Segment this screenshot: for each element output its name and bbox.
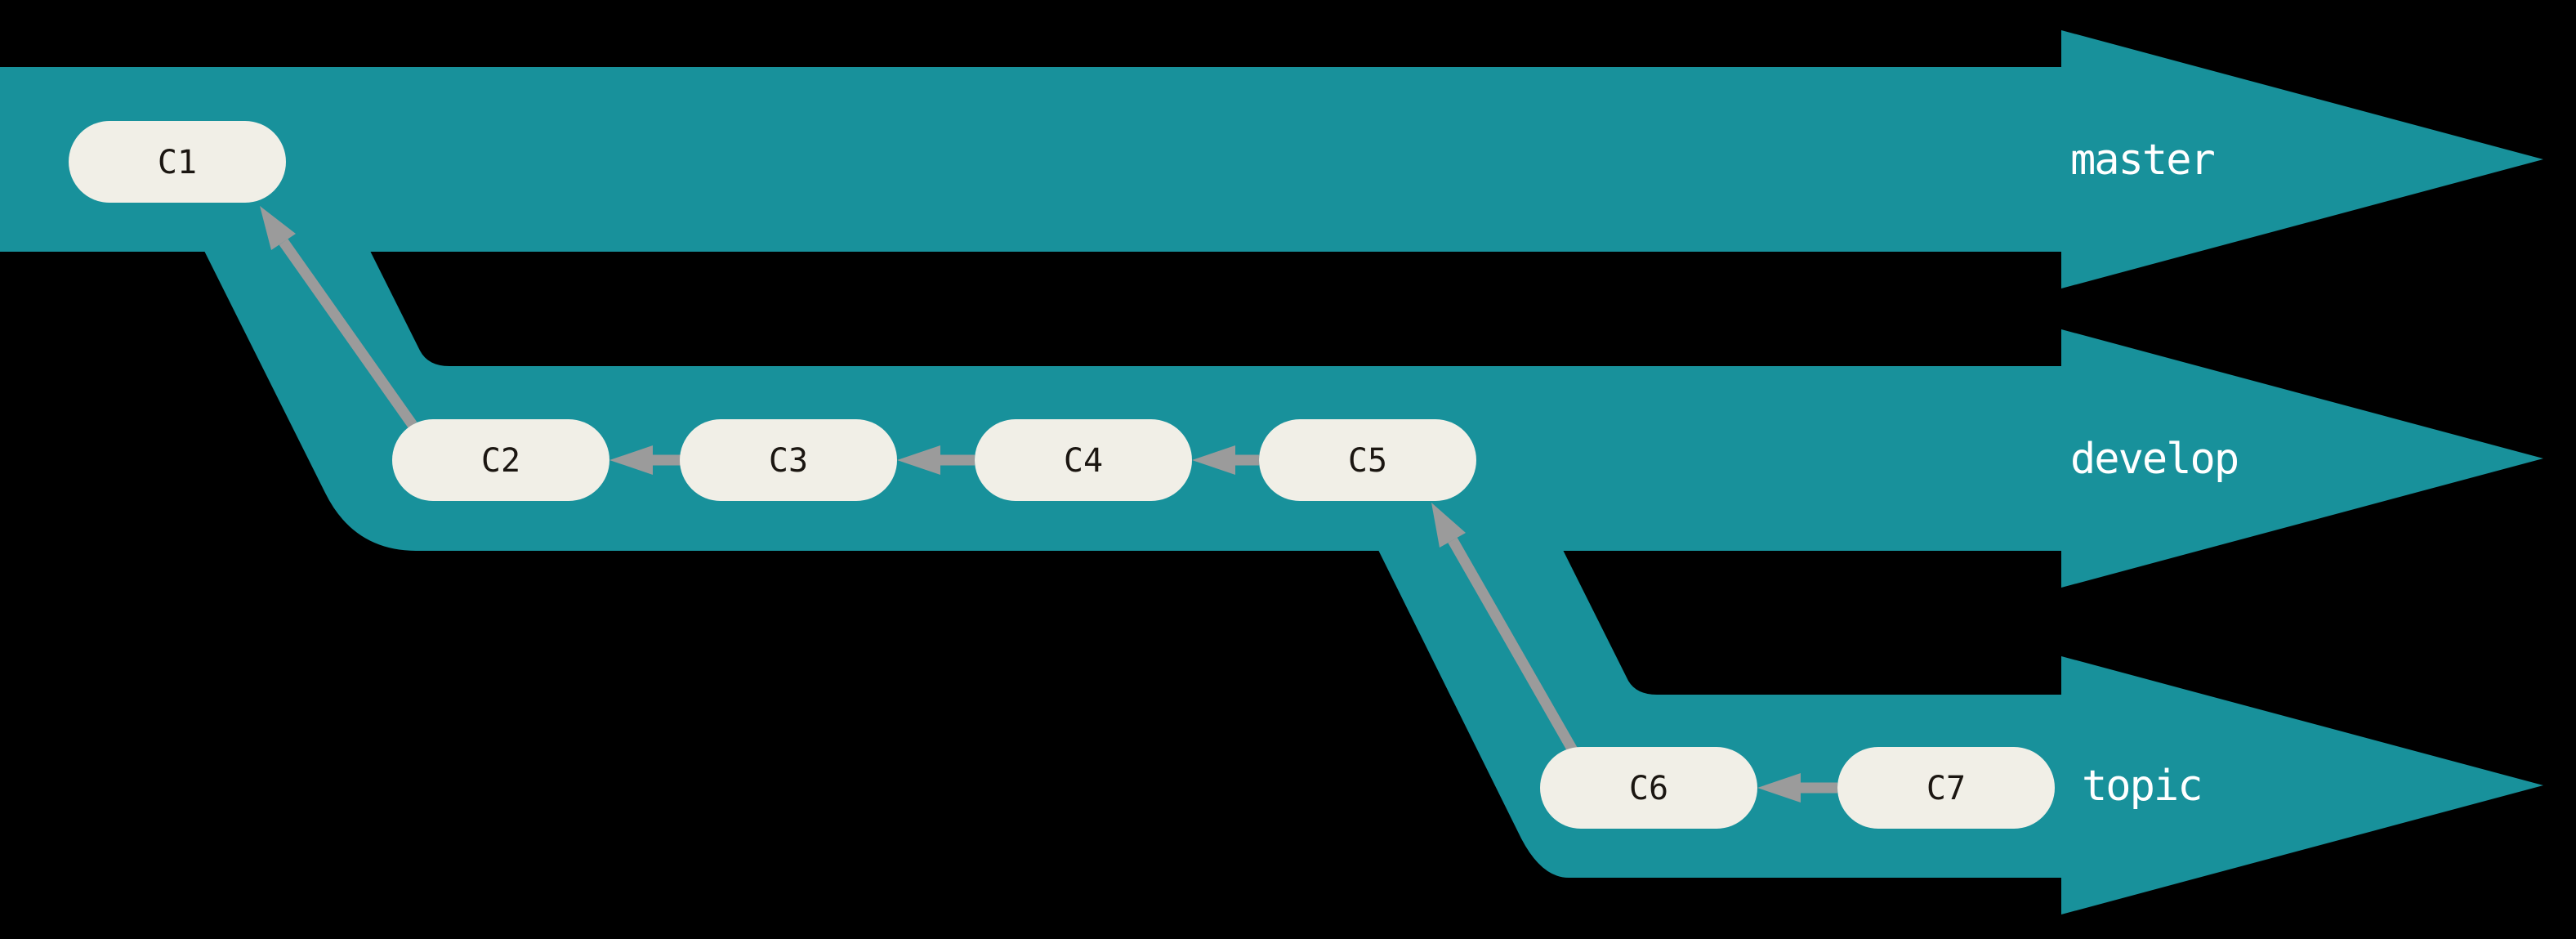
commit-node-c4: C4 [975,419,1192,501]
edge-arrowhead-c2-c1 [260,206,296,250]
branch-label-develop: develop [2070,435,2238,484]
commit-pill-c4 [975,419,1192,501]
commit-node-c1: C1 [69,121,286,203]
commit-label-c4: C4 [1064,442,1103,480]
commit-pill-c6 [1540,747,1757,829]
commit-pill-c5 [1259,419,1476,501]
edge-shaft-c2-c1 [279,239,417,428]
master-branch-band [0,30,2543,288]
commit-edge-c7-c6 [1757,773,1837,803]
edge-arrowhead-c3-c2 [609,445,653,475]
commit-label-c3: C3 [769,442,808,480]
commit-edge-c2-c1 [260,206,417,428]
commit-edge-c3-c2 [609,445,681,475]
commit-label-c2: C2 [481,442,520,480]
commit-node-c2: C2 [392,419,609,501]
commit-pill-c7 [1837,747,2055,829]
edge-arrowhead-c6-c5 [1431,503,1466,548]
topic-branch-band [1378,550,2543,914]
commit-node-c7: C7 [1837,747,2055,829]
branch-label-master: master [2070,136,2215,185]
commit-label-c5: C5 [1348,442,1387,480]
commit-label-c7: C7 [1926,770,1966,807]
commit-label-c6: C6 [1629,770,1668,807]
commit-edge-c5-c4 [1192,445,1259,475]
commit-edge-c6-c5 [1431,503,1578,753]
branch-label-topic: topic [2082,762,2202,811]
commit-label-c1: C1 [158,144,197,181]
commit-pill-c1 [69,121,286,203]
commit-node-c5: C5 [1259,419,1476,501]
commit-pill-c3 [680,419,897,501]
edge-arrowhead-c4-c3 [897,445,940,475]
commit-node-c3: C3 [680,419,897,501]
commit-pill-c2 [392,419,609,501]
edge-arrowhead-c5-c4 [1192,445,1235,475]
edge-arrowhead-c7-c6 [1757,773,1801,803]
commit-node-c6: C6 [1540,747,1757,829]
commit-edge-c4-c3 [897,445,975,475]
edge-shaft-c6-c5 [1448,537,1578,753]
